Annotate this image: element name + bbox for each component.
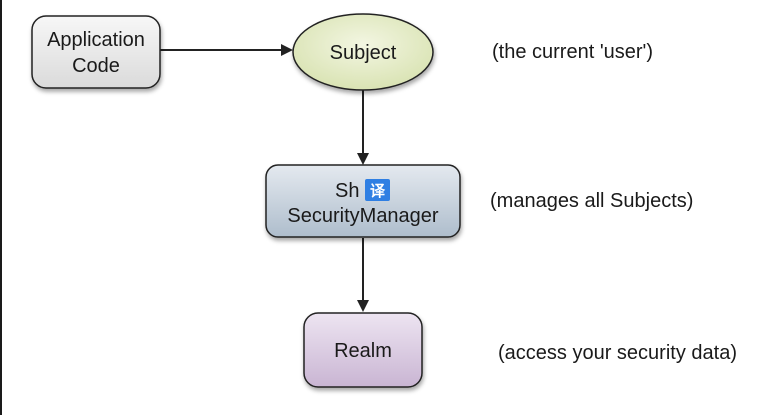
node-subject-label: Subject — [330, 42, 397, 64]
node-application-code-line2: Code — [72, 55, 120, 77]
node-realm-label: Realm — [334, 340, 392, 362]
translate-badge-background[interactable] — [365, 179, 390, 201]
annotation-subject: (the current 'user') — [492, 41, 653, 63]
node-security-manager-line1: Sh — [335, 180, 359, 202]
node-security-manager: Sh SecurityManager — [265, 164, 461, 238]
translate-badge[interactable]: 译 — [365, 179, 390, 201]
node-subject: Subject — [292, 13, 434, 91]
node-application-code-box — [31, 15, 161, 89]
annotation-realm: (access your security data) — [498, 342, 737, 364]
node-security-manager-box — [265, 164, 461, 238]
node-realm: Realm — [303, 312, 423, 388]
translate-badge-label[interactable]: 译 — [370, 183, 386, 200]
node-application-code-line1: Application — [47, 29, 145, 51]
node-application-code: Application Code — [31, 15, 161, 89]
node-security-manager-line2: SecurityManager — [287, 205, 439, 227]
node-subject-ellipse — [292, 13, 434, 91]
node-realm-box — [303, 312, 423, 388]
annotation-security-manager: (manages all Subjects) — [490, 190, 693, 212]
